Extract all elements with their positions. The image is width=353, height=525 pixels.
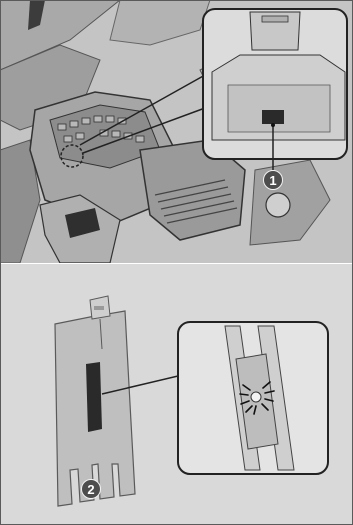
- fuse-puller-drawing: [0, 264, 353, 525]
- callout-1-badge: 1: [263, 170, 283, 190]
- fuse-puller-illustration: 2: [0, 264, 353, 525]
- callout-2-badge: 2: [81, 479, 101, 499]
- engine-bay-illustration: 1: [0, 0, 353, 263]
- engine-bay-drawing: [0, 0, 353, 263]
